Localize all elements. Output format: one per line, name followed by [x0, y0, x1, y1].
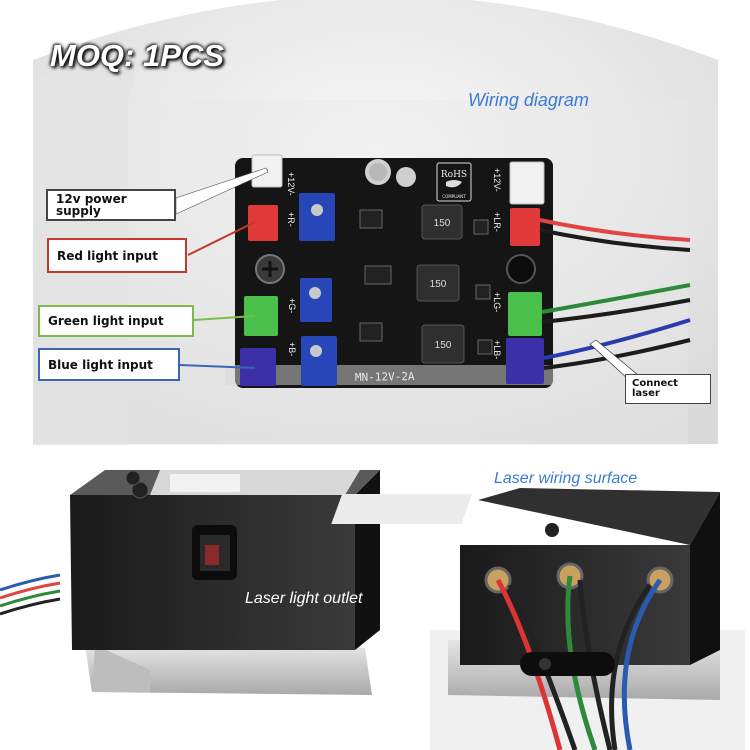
pointer-red [187, 221, 256, 256]
inductor-1: 150 [421, 204, 463, 240]
pin-12v-left: +12V- [286, 172, 296, 196]
pot-blue [301, 336, 337, 386]
inductor-label-1: 150 [434, 218, 451, 229]
pot-green [300, 278, 332, 322]
label-red-input: Red light input [47, 238, 187, 273]
inductor-label-2: 150 [430, 279, 447, 290]
laser-module-front [0, 470, 380, 695]
caption-laser-wiring-surface: Laser wiring surface [494, 470, 637, 487]
connector-blue-output [506, 338, 544, 384]
label-connect-laser: Connect laser [625, 374, 711, 404]
screw-right [506, 254, 536, 284]
connector-blue-input [240, 348, 276, 386]
rohs-compliant: COMPLIANT [442, 194, 466, 199]
connector-red-input [248, 205, 278, 241]
connector-power-right [509, 161, 545, 205]
label-green-input: Green light input [38, 305, 194, 337]
inductor-label-3: 150 [435, 340, 452, 351]
pin-lg: +LG- [492, 292, 502, 312]
pin-r: +R- [286, 212, 296, 227]
label-power: 12v power supply [46, 189, 176, 221]
connector-red-output [510, 208, 540, 246]
pin-lr: +LR- [492, 212, 502, 232]
pointer-green [193, 315, 256, 321]
caption-laser-outlet: Laser light outlet [245, 590, 363, 607]
board-model: MN-12V-2A [355, 370, 415, 384]
pointer-blue [179, 364, 256, 369]
pot-red [299, 193, 335, 241]
pin-12v-right: +12V- [492, 168, 502, 192]
pointer-power [175, 167, 269, 215]
wiring-diagram-title: Wiring diagram [468, 90, 589, 110]
pin-g: +G- [287, 298, 297, 313]
driver-board: RoHS COMPLIANT 150 150 150 MN-12V-2A [175, 154, 691, 388]
laser-module-back [331, 488, 745, 750]
pin-b: +B- [287, 342, 297, 356]
label-blue-input: Blue light input [38, 348, 180, 381]
rohs-mark: RoHS [441, 170, 467, 180]
connector-green-output [508, 292, 542, 336]
moq-badge: MOQ: 1PCS [50, 38, 224, 73]
pin-lb: +LB- [492, 340, 502, 359]
laser-wires [539, 218, 691, 370]
inductor-3: 150 [421, 324, 465, 364]
connector-green-input [244, 296, 278, 336]
inductor-2: 150 [416, 264, 460, 302]
